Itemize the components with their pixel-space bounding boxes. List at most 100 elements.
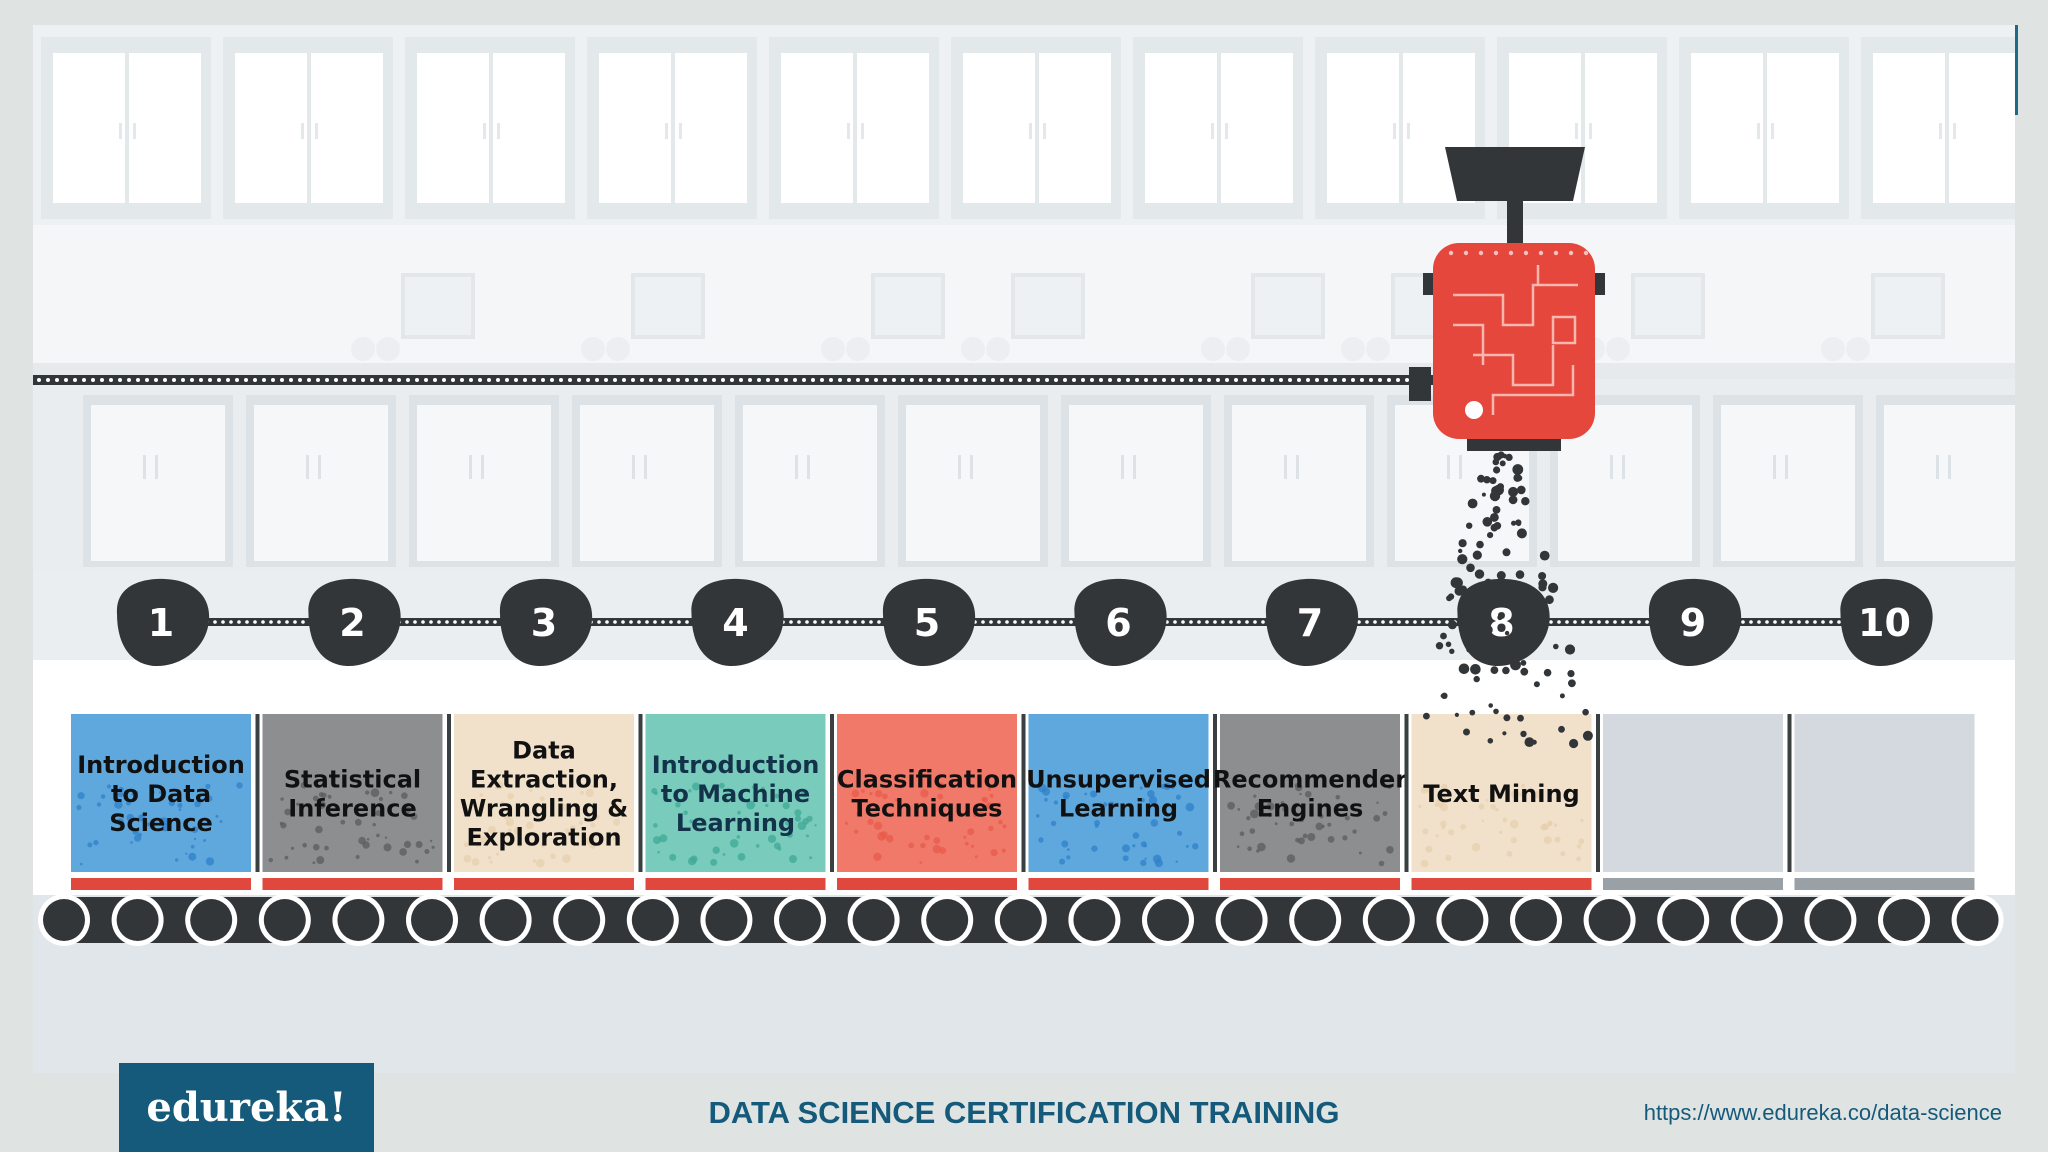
stage-node-10: 10 xyxy=(1840,578,1933,667)
module-title-line: Learning xyxy=(1059,795,1178,823)
stage-node-7: 7 xyxy=(1265,578,1359,667)
belt-roller xyxy=(1147,899,1189,941)
stage-number: 1 xyxy=(148,601,174,645)
module-box-fill xyxy=(1794,714,1975,872)
hopper-neck xyxy=(1507,201,1523,245)
module-title-line: Introduction xyxy=(652,751,820,779)
number-badge xyxy=(308,578,401,667)
stage-number: 6 xyxy=(1105,601,1131,645)
stage-node-9: 9 xyxy=(1648,578,1742,667)
module-title-line: Statistical xyxy=(284,766,421,794)
hopper-icon xyxy=(1445,147,1585,201)
module-divider xyxy=(1404,714,1409,872)
module-title-line: Science xyxy=(109,809,213,837)
module-box-10 xyxy=(1787,714,1975,890)
stage-number: 4 xyxy=(722,601,748,645)
falling-particles xyxy=(1423,451,1593,749)
stage-number: 7 xyxy=(1297,601,1323,645)
module-divider xyxy=(1787,714,1792,872)
module-title-line: Classification xyxy=(837,766,1017,794)
belt-roller xyxy=(484,899,527,941)
progress-bar xyxy=(1028,878,1209,890)
lab-flask xyxy=(1846,337,1870,361)
module-title-line: Introduction xyxy=(77,751,245,779)
belt-roller xyxy=(705,899,748,941)
belt-roller xyxy=(631,899,674,941)
lab-flask xyxy=(986,337,1010,361)
belt-roller xyxy=(263,899,306,941)
number-badge xyxy=(1074,578,1167,667)
chain-bar xyxy=(161,618,1921,626)
lab-rack xyxy=(871,273,945,339)
progress-bar xyxy=(1411,878,1592,890)
belt-roller xyxy=(1294,899,1337,941)
lab-flask xyxy=(581,337,605,361)
module-divider xyxy=(1596,714,1600,872)
stage-node-1: 1 xyxy=(116,578,210,667)
belt-roller xyxy=(1588,899,1631,941)
module-divider xyxy=(1021,714,1026,872)
stage-number: 10 xyxy=(1858,601,1911,645)
number-badge xyxy=(691,578,784,667)
belt-roller xyxy=(999,899,1042,941)
number-badge xyxy=(116,578,210,667)
module-title-line: to Data xyxy=(111,780,211,808)
module-divider xyxy=(830,714,834,872)
footer-url: https://www.edureka.co/data-science xyxy=(1643,1100,2002,1125)
module-title-line: Engines xyxy=(1257,795,1364,823)
stage-node-3: 3 xyxy=(499,578,593,667)
belt-roller xyxy=(1662,899,1705,941)
progress-bar xyxy=(454,878,634,890)
lab-rack xyxy=(1011,273,1085,339)
lab-flask xyxy=(351,337,375,361)
progress-bar xyxy=(1794,878,1975,890)
belt-roller xyxy=(779,899,821,941)
upper-rail xyxy=(33,375,1438,385)
belt-roller xyxy=(1515,899,1557,941)
module-title-line: Techniques xyxy=(852,795,1003,823)
lab-rack xyxy=(1251,273,1325,339)
lab-flask xyxy=(1606,337,1630,361)
lab-rack xyxy=(1871,273,1945,339)
module-box-9 xyxy=(1596,714,1783,890)
belt-roller xyxy=(1883,899,1925,941)
machine-light xyxy=(1465,401,1483,419)
module-title-line: Text Mining xyxy=(1423,780,1579,808)
module-title-line: Learning xyxy=(676,809,795,837)
module-box-fill xyxy=(1411,714,1592,872)
stage-number: 9 xyxy=(1680,601,1706,645)
belt-roller xyxy=(190,899,233,941)
belt-roller xyxy=(1441,899,1484,941)
belt-roller xyxy=(1073,899,1116,941)
stage-node-6: 6 xyxy=(1074,578,1167,667)
module-title-line: Inference xyxy=(288,795,416,823)
module-title-line: Wrangling & xyxy=(460,795,628,823)
conveyor-belt xyxy=(38,894,2004,946)
number-badge xyxy=(882,578,976,667)
grinder-machine-icon xyxy=(1409,147,1605,451)
module-title-line: Unsupervised xyxy=(1026,766,1211,794)
belt-roller xyxy=(558,899,601,941)
progress-bar xyxy=(645,878,826,890)
number-badge xyxy=(1265,578,1359,667)
logo-text: edureka! xyxy=(146,1084,347,1131)
belt-roller xyxy=(411,899,453,941)
progress-bar xyxy=(1220,878,1400,890)
belt-roller xyxy=(1809,899,1852,941)
module-title-line: Extraction, xyxy=(470,766,618,794)
stage-node-8: 8 xyxy=(1457,578,1550,667)
stage-node-5: 5 xyxy=(882,578,976,667)
module-box-fill xyxy=(1603,714,1783,872)
